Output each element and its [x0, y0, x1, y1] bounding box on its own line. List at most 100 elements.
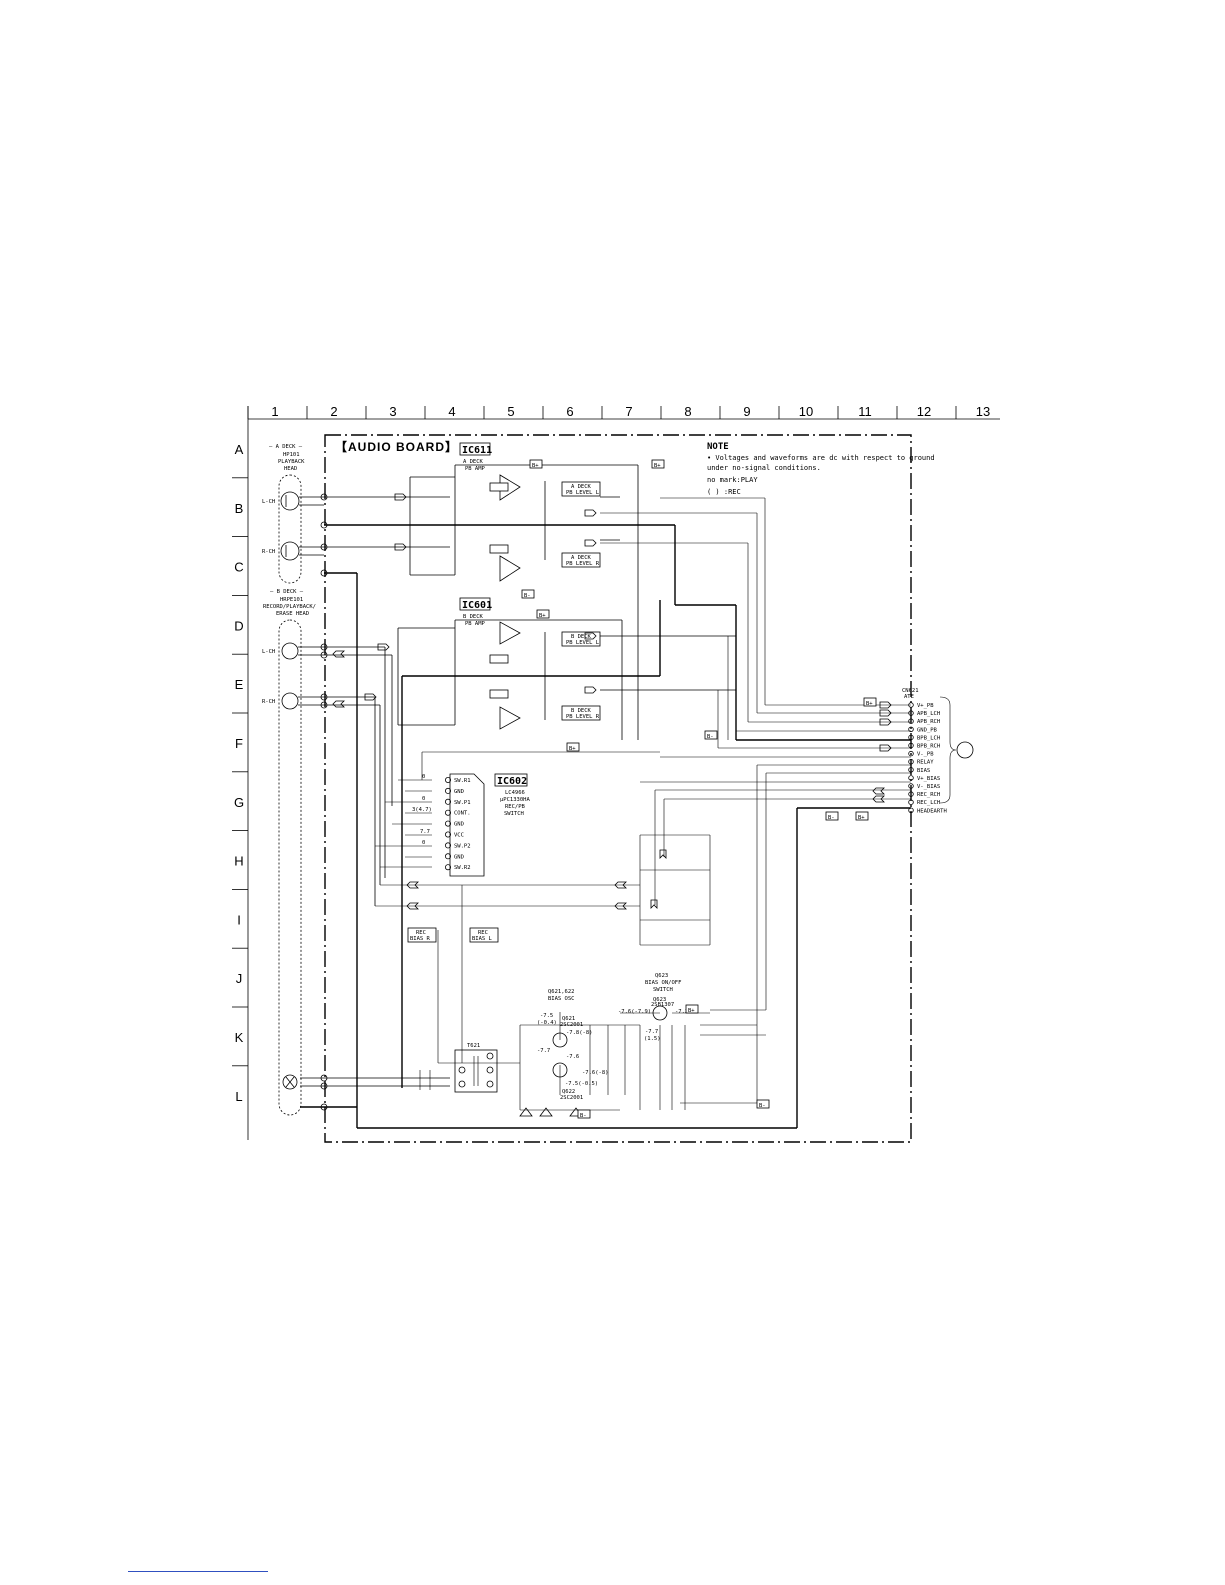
cn621-pin-13: REC_LCH — [917, 800, 940, 806]
tag-bminus-5: B- — [759, 1103, 766, 1109]
ic602-pin-4: CONT. — [454, 811, 471, 817]
note-block: NOTE • Voltages and waveforms are dc wit… — [707, 442, 935, 496]
ic602-volt-5: 0 — [422, 840, 425, 846]
grid-col-12: 12 — [917, 404, 931, 419]
connector-ref-circle — [956, 741, 974, 759]
ic602-name: IC602 — [497, 776, 527, 787]
note-line-2: under no-signal conditions. — [707, 464, 821, 472]
q623-part: 2SB1307 — [651, 1002, 674, 1008]
b-deck-part: HRPE101 — [280, 597, 303, 603]
ic611-sub-1: A DECK — [463, 459, 484, 465]
b-deck-head-label: ERASE HEAD — [276, 611, 309, 617]
cn621-sub: ATE — [904, 694, 914, 700]
tag-bminus-3: B- — [828, 815, 835, 821]
tag-bminus-1: B- — [524, 593, 531, 599]
wiring — [298, 464, 911, 1129]
grid-row-C: C — [234, 560, 243, 575]
grid-col-9: 9 — [743, 404, 750, 419]
b-deck-type: RECORD/PLAYBACK/ — [263, 604, 316, 610]
cn621-pin-5: BPB_LCH — [917, 735, 940, 741]
ic602-pin-3: SW.P1 — [454, 800, 471, 806]
grid-col-2: 2 — [330, 404, 337, 419]
cn621-pin-6: BPB_RCH — [917, 744, 940, 750]
ic602-sub-1: LC4966 — [505, 790, 525, 796]
b-deck-lch-label: L-CH — [262, 649, 275, 655]
grid-row-K: K — [235, 1030, 244, 1045]
cn621-pin-1: V+_PB — [917, 703, 934, 709]
a-deck-type: PLAYBACK — [278, 459, 305, 465]
grid-row-A: A — [235, 442, 244, 457]
bias-volt-8: -7.6(-7.9) — [618, 1009, 651, 1015]
level-boxes: A DECK PB LEVEL L A DECK PB LEVEL R B DE… — [561, 481, 601, 721]
bias-volt-6: -7.6(-8) — [582, 1070, 609, 1076]
grid-col-3: 3 — [389, 404, 396, 419]
q621-transistor — [552, 1032, 568, 1048]
bias-volt-4: -7.8(-8) — [566, 1030, 593, 1036]
cn621-pin-14: HEADEARTH — [917, 808, 947, 814]
tag-bplus-5: B+ — [866, 701, 873, 707]
note-line-3: no mark:PLAY — [707, 476, 758, 484]
q622-part: 2SC2001 — [560, 1095, 583, 1101]
q622-transistor — [552, 1062, 568, 1078]
ic602-pin-7: SW.P2 — [454, 843, 471, 849]
a-deck-label: — A DECK — — [269, 444, 303, 450]
cn621-pin-3: APB_RCH — [917, 719, 940, 725]
ic602-volt-4: 7.7 — [420, 829, 430, 835]
ic602-volt-3: 3(4.7) — [412, 807, 432, 813]
t621-label: T621 — [467, 1043, 480, 1049]
note-line-4: ( ) :REC — [707, 488, 741, 496]
level-a-l-2: PB LEVEL L — [566, 490, 600, 496]
b-deck-label: — B DECK — — [270, 589, 304, 595]
bias-switch-label-2: BIAS ON/OFF — [645, 980, 681, 986]
grid-row-G: G — [234, 795, 244, 810]
cn621-pin-8: RELAY — [917, 760, 934, 766]
tag-bplus-6: B+ — [858, 815, 865, 821]
cn621-pin-9: BIAS — [917, 768, 930, 774]
bias-volt-11: -7.2 — [675, 1009, 688, 1015]
grid-row-I: I — [237, 912, 241, 927]
footer-link-underline[interactable] — [128, 1571, 268, 1572]
grid-row-E: E — [235, 677, 244, 692]
note-title: NOTE — [707, 442, 729, 452]
ic602-volt-2: 0 — [422, 796, 425, 802]
level-a-r-1: A DECK — [571, 555, 592, 561]
head-pins — [320, 493, 328, 1111]
bias-osc-label-2: BIAS OSC — [548, 996, 575, 1002]
bias-volt-5: -7.6 — [566, 1054, 579, 1060]
cn621-pin-4: GND_PB — [917, 727, 938, 733]
ic601-sub-2: PB AMP — [465, 621, 486, 627]
ic602-sub-2: μPC1330HA — [500, 797, 530, 803]
ic611-block: IC611 A DECK PB AMP — [459, 442, 521, 582]
bias-volt-9: -7.7 — [645, 1029, 658, 1035]
ic602-block: IC602 LC4966 μPC1330HA REC/PB SWITCH SW.… — [412, 773, 530, 877]
board-title: 【AUDIO BOARD】 — [335, 439, 458, 454]
cn621-pin-12: REC_RCH — [917, 792, 940, 798]
q622-label: Q622 — [562, 1089, 575, 1095]
grid-col-8: 8 — [684, 404, 691, 419]
ic602-pin-9: SW.R2 — [454, 865, 471, 871]
bias-boxes: REC BIAS R REC BIAS L — [407, 927, 499, 943]
level-b-r-2: PB LEVEL R — [566, 714, 600, 720]
a-deck-rch-label: R-CH — [262, 549, 275, 555]
ic602-pin-6: VCC — [454, 833, 464, 839]
ic602-pin-1: SW.R1 — [454, 778, 471, 784]
grid-row-L: L — [235, 1089, 242, 1104]
tag-bplus-4: B+ — [569, 746, 576, 752]
grid-col-13: 13 — [976, 404, 990, 419]
bias-volt-7: -7.5(-0.5) — [565, 1081, 598, 1087]
grid-row-B: B — [235, 501, 244, 516]
grid-row-J: J — [236, 971, 243, 986]
ic602-volt-1: 0 — [422, 774, 425, 780]
bias-osc-label-1: Q621,622 — [548, 989, 575, 995]
grid-col-10: 10 — [799, 404, 813, 419]
level-b-l-1: B DECK — [571, 634, 592, 640]
ic601-block: IC601 B DECK PB AMP — [459, 597, 521, 730]
ic602-sub-4: SWITCH — [504, 811, 524, 817]
route-arrows — [332, 493, 892, 910]
ic602-pin-8: GND — [454, 854, 464, 860]
tag-bplus-1: B+ — [532, 463, 539, 469]
t621-transformer — [454, 1049, 498, 1093]
level-b-r-1: B DECK — [571, 708, 592, 714]
